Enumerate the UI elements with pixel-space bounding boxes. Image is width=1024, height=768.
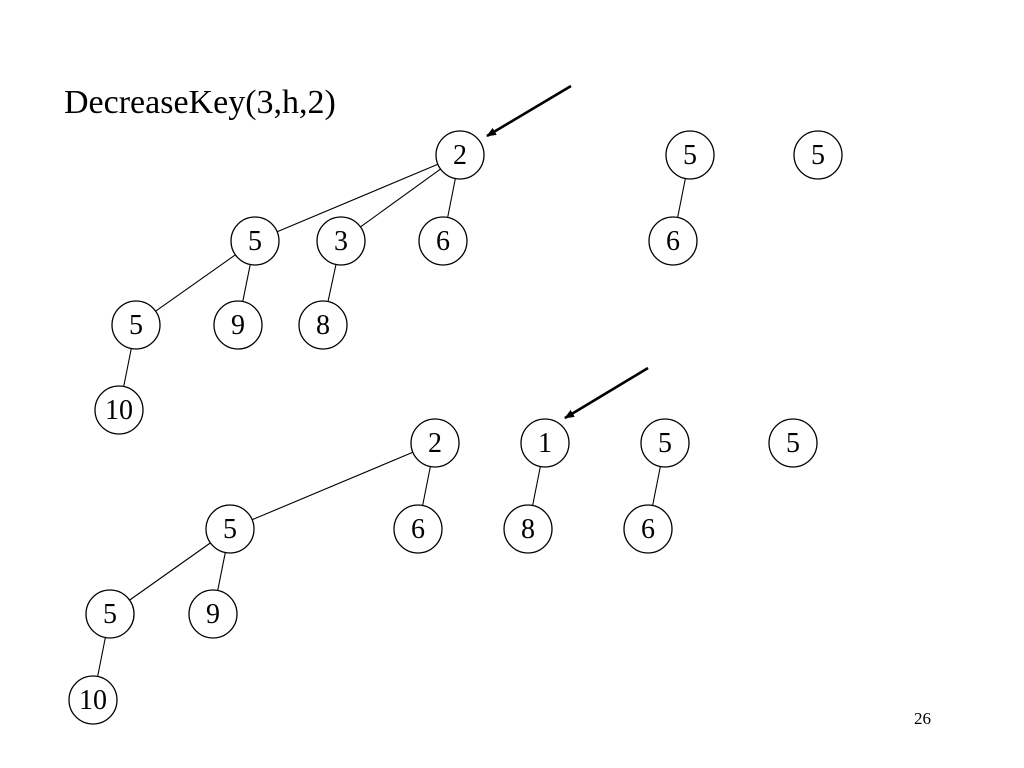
tree-edge bbox=[422, 466, 431, 506]
node-circle bbox=[623, 504, 673, 554]
heap-node: 8 bbox=[503, 504, 553, 554]
heap-node: 5 bbox=[793, 130, 843, 180]
tree-edge bbox=[276, 163, 439, 233]
tree-edge bbox=[677, 178, 686, 218]
heap-node: 5 bbox=[665, 130, 715, 180]
node-key: 5 bbox=[811, 140, 825, 171]
tree-edge bbox=[155, 254, 236, 312]
node-key: 2 bbox=[453, 140, 467, 171]
heap-node: 5 bbox=[230, 216, 280, 266]
tree-edge bbox=[360, 168, 441, 228]
node-circle bbox=[410, 418, 460, 468]
node-circle bbox=[503, 504, 553, 554]
heap-node: 5 bbox=[85, 589, 135, 639]
tree-edge bbox=[123, 348, 132, 387]
node-key: 6 bbox=[411, 514, 425, 545]
heap-node: 3 bbox=[316, 216, 366, 266]
node-circle bbox=[393, 504, 443, 554]
node-key: 10 bbox=[79, 685, 107, 716]
tree-edge bbox=[447, 178, 456, 218]
node-circle bbox=[94, 385, 144, 435]
tree-edge bbox=[532, 466, 541, 506]
heap-node: 6 bbox=[623, 504, 673, 554]
node-circle bbox=[640, 418, 690, 468]
node-key: 6 bbox=[641, 514, 655, 545]
page-number: 26 bbox=[914, 709, 931, 728]
node-key: 5 bbox=[129, 310, 143, 341]
node-circle bbox=[648, 216, 698, 266]
heap-node: 5 bbox=[640, 418, 690, 468]
node-key: 9 bbox=[206, 599, 220, 630]
heap-node: 5 bbox=[205, 504, 255, 554]
node-circle bbox=[316, 216, 366, 266]
node-circle bbox=[665, 130, 715, 180]
node-key: 8 bbox=[316, 310, 330, 341]
node-key: 6 bbox=[436, 226, 450, 257]
node-key: 10 bbox=[105, 395, 133, 426]
tree-edge bbox=[251, 451, 414, 521]
node-circle bbox=[111, 300, 161, 350]
node-circle bbox=[205, 504, 255, 554]
tree-edge bbox=[327, 264, 337, 302]
heap-node: 8 bbox=[298, 300, 348, 350]
tree-edge bbox=[129, 542, 211, 601]
node-key: 8 bbox=[521, 514, 535, 545]
node-key: 5 bbox=[683, 140, 697, 171]
node-key: 6 bbox=[666, 226, 680, 257]
node-circle bbox=[768, 418, 818, 468]
node-circle bbox=[520, 418, 570, 468]
heap-node: 6 bbox=[418, 216, 468, 266]
node-key: 1 bbox=[538, 428, 552, 459]
heap-node: 5 bbox=[111, 300, 161, 350]
heap-node: 10 bbox=[94, 385, 144, 435]
node-circle bbox=[435, 130, 485, 180]
tree-edge bbox=[652, 466, 661, 506]
node-circle bbox=[213, 300, 263, 350]
heap-node: 9 bbox=[188, 589, 238, 639]
slide-title: DecreaseKey(3,h,2) bbox=[64, 84, 336, 121]
node-circle bbox=[793, 130, 843, 180]
node-key: 5 bbox=[103, 599, 117, 630]
node-key: 9 bbox=[231, 310, 245, 341]
node-key: 5 bbox=[786, 428, 800, 459]
tree-edge bbox=[242, 264, 251, 302]
pointer-arrow bbox=[564, 366, 649, 420]
node-key: 3 bbox=[334, 226, 348, 257]
heap-node: 2 bbox=[410, 418, 460, 468]
node-circle bbox=[230, 216, 280, 266]
heap-node: 5 bbox=[768, 418, 818, 468]
node-circle bbox=[418, 216, 468, 266]
tree-edge bbox=[97, 637, 106, 677]
node-key: 5 bbox=[223, 514, 237, 545]
node-circle bbox=[298, 300, 348, 350]
heap-node: 10 bbox=[68, 675, 118, 725]
heap-node: 6 bbox=[393, 504, 443, 554]
pointer-arrow bbox=[486, 84, 572, 138]
heap-node: 1 bbox=[520, 418, 570, 468]
tree-edge bbox=[217, 552, 226, 591]
heap-node: 2 bbox=[435, 130, 485, 180]
node-key: 5 bbox=[658, 428, 672, 459]
heap-node: 6 bbox=[648, 216, 698, 266]
node-key: 2 bbox=[428, 428, 442, 459]
heap-node: 9 bbox=[213, 300, 263, 350]
node-key: 5 bbox=[248, 226, 262, 257]
node-circle bbox=[85, 589, 135, 639]
node-circle bbox=[68, 675, 118, 725]
node-circle bbox=[188, 589, 238, 639]
